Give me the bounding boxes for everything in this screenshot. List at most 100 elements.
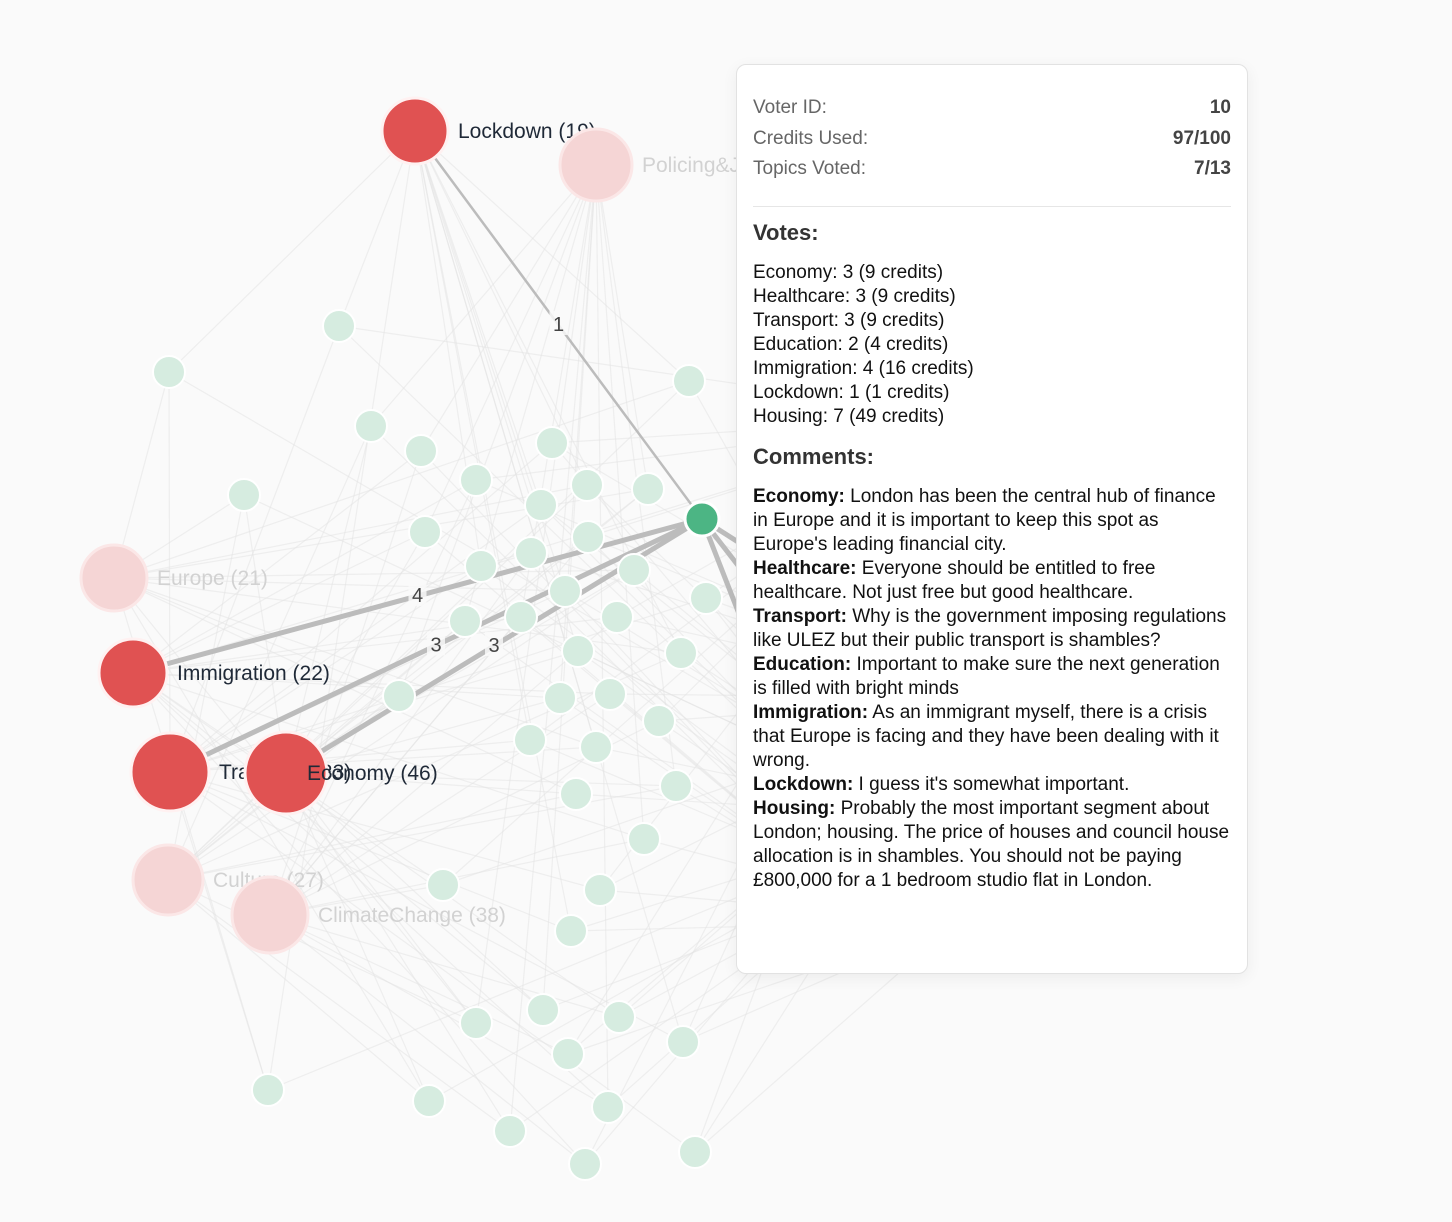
voter-node[interactable] xyxy=(664,636,698,670)
voter-node[interactable] xyxy=(543,681,577,715)
voter-node[interactable] xyxy=(152,355,186,389)
voter-node[interactable] xyxy=(408,515,442,549)
voter-node[interactable] xyxy=(659,769,693,803)
voter-node[interactable] xyxy=(251,1073,285,1107)
voter-node[interactable] xyxy=(504,600,538,634)
topic-node-policing[interactable]: Policing&J xyxy=(558,127,740,203)
topic-label: Policing&J xyxy=(642,154,740,177)
vote-item: Lockdown: 1 (1 credits) xyxy=(753,381,950,403)
topic-circle[interactable] xyxy=(97,637,169,709)
background-edge xyxy=(464,164,597,622)
topic-label: Economy (46) xyxy=(307,762,438,785)
vote-item: Education: 2 (4 credits) xyxy=(753,333,949,355)
voter-node[interactable] xyxy=(459,463,493,497)
topic-circle[interactable] xyxy=(558,127,634,203)
topic-circle[interactable] xyxy=(243,730,329,816)
background-edge xyxy=(132,450,422,674)
background-edge xyxy=(113,577,597,748)
voter-node[interactable] xyxy=(526,993,560,1027)
voter-node[interactable] xyxy=(591,1090,625,1124)
voter-node[interactable] xyxy=(404,434,438,468)
voter-node[interactable] xyxy=(524,488,558,522)
voter-node[interactable] xyxy=(227,478,261,512)
topic-circle[interactable] xyxy=(380,96,450,166)
voter-node-selected[interactable] xyxy=(683,500,721,538)
vote-item: Healthcare: 3 (9 credits) xyxy=(753,285,956,307)
background-edge xyxy=(285,772,544,1011)
stat-value: 10 xyxy=(1209,97,1231,118)
voter-node[interactable] xyxy=(459,1006,493,1040)
background-edge xyxy=(113,380,690,579)
voter-node[interactable] xyxy=(464,549,498,583)
voter-node[interactable] xyxy=(568,1147,602,1181)
topic-circle[interactable] xyxy=(129,731,211,813)
voter-node[interactable] xyxy=(554,914,588,948)
comments-title: Comments: xyxy=(753,443,875,469)
topic-circle[interactable] xyxy=(230,875,310,955)
background-edge xyxy=(113,569,635,579)
voter-node[interactable] xyxy=(559,777,593,811)
voter-node[interactable] xyxy=(535,426,569,460)
comment-topic: Lockdown: xyxy=(753,773,854,795)
voter-node[interactable] xyxy=(642,704,676,738)
topic-node-immigration[interactable]: Immigration (22) xyxy=(97,637,330,709)
background-edge xyxy=(269,914,586,1165)
voter-node[interactable] xyxy=(548,574,582,608)
voter-node[interactable] xyxy=(666,1025,700,1059)
background-edge xyxy=(113,371,170,579)
comment-text: I guess it's somewhat important. xyxy=(853,773,1130,795)
voter-node[interactable] xyxy=(426,868,460,902)
topic-node-europe[interactable]: Europe (21) xyxy=(79,543,268,613)
topic-node-climatechange[interactable]: ClimateChange (38) xyxy=(230,875,506,955)
comment-item: Lockdown: I guess it's somewhat importan… xyxy=(753,773,1231,797)
voter-node[interactable] xyxy=(514,536,548,570)
voter-node[interactable] xyxy=(672,364,706,398)
voter-node[interactable] xyxy=(561,634,595,668)
voter-node[interactable] xyxy=(678,1135,712,1169)
voter-node[interactable] xyxy=(322,309,356,343)
voter-node[interactable] xyxy=(570,468,604,502)
voter-node[interactable] xyxy=(571,520,605,554)
voter-node[interactable] xyxy=(579,730,613,764)
background-edge xyxy=(285,697,561,774)
voter-node[interactable] xyxy=(551,1037,585,1071)
voter-node[interactable] xyxy=(448,604,482,638)
voter-node[interactable] xyxy=(382,679,416,713)
topic-node-economy[interactable]: Economy (46) xyxy=(243,730,438,816)
background-edge xyxy=(243,494,287,774)
comment-topic: Housing: xyxy=(753,797,836,819)
voter-node[interactable] xyxy=(493,1114,527,1148)
comment-topic: Healthcare: xyxy=(753,557,857,579)
voter-node[interactable] xyxy=(600,600,634,634)
voter-node[interactable] xyxy=(583,873,617,907)
background-edge xyxy=(113,484,588,579)
voter-node[interactable] xyxy=(602,1000,636,1034)
voter-node[interactable] xyxy=(354,409,388,443)
edge-label-transport: 3 xyxy=(430,635,441,657)
voter-node[interactable] xyxy=(617,553,651,587)
background-edge xyxy=(168,130,416,373)
voter-node[interactable] xyxy=(689,581,723,615)
voter-node[interactable] xyxy=(627,822,661,856)
background-edge xyxy=(269,914,609,1108)
background-edge xyxy=(132,672,611,695)
voter-node[interactable] xyxy=(593,677,627,711)
edge-label-bg xyxy=(408,582,427,606)
voter-node[interactable] xyxy=(513,723,547,757)
voter-node[interactable] xyxy=(631,472,665,506)
background-edge xyxy=(169,650,579,773)
stat-row: Credits Used:97/100 xyxy=(753,124,1231,155)
background-edge xyxy=(595,164,609,1108)
topic-node-lockdown[interactable]: Lockdown (19) xyxy=(380,96,596,166)
background-edge xyxy=(269,914,620,1018)
vote-item: Immigration: 4 (16 credits) xyxy=(753,357,974,379)
comment-text: Why is the government imposing regulatio… xyxy=(753,605,1227,651)
background-edge xyxy=(113,488,649,579)
edge-label-immigration: 4 xyxy=(412,585,423,607)
background-edge xyxy=(370,164,597,427)
topic-circle[interactable] xyxy=(79,543,149,613)
topic-circle[interactable] xyxy=(131,843,205,917)
background-edge xyxy=(285,425,372,774)
voter-node[interactable] xyxy=(412,1084,446,1118)
background-edge xyxy=(169,565,482,773)
